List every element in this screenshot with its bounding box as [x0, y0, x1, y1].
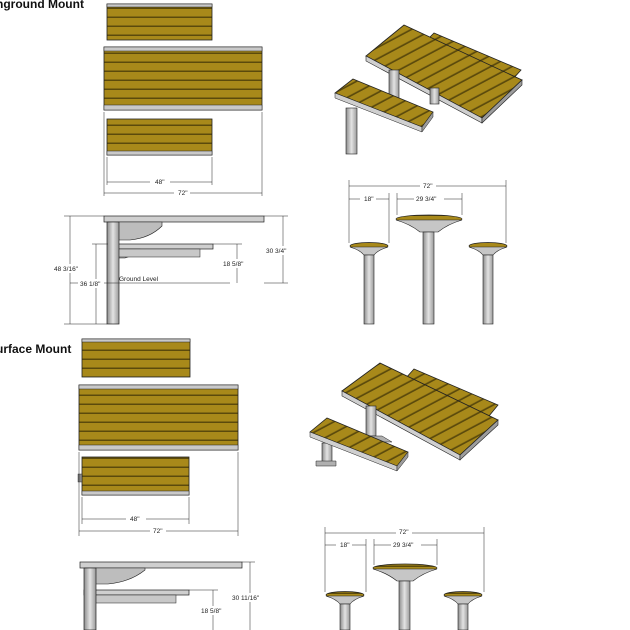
dim-bench-length: 48" [155, 179, 165, 186]
bench-plan-top [106, 3, 213, 41]
ground-level-label: Ground Level [119, 276, 159, 283]
dim-front-width: 72" [423, 183, 433, 190]
dim-front-seat-offset-surface: 18" [340, 542, 350, 549]
side-view-inground: Ground Level 48 3/16" 36 1/8" 18 5/8" 30… [50, 215, 291, 325]
bench-plan-bottom [106, 118, 213, 156]
dim-front-width-surface: 72" [399, 529, 409, 536]
dim-overall-height: 48 3/16" [54, 266, 79, 273]
iso-view-inground [334, 24, 523, 155]
iso-view-surface [309, 362, 499, 472]
plan-view-surface: 48" 72" [77, 338, 239, 536]
plan-view-inground: 48" 72" [103, 3, 263, 197]
dim-table-length: 72" [178, 190, 188, 197]
dim-table-height-surface: 30 11/16" [232, 595, 260, 602]
section-title-inground: nground Mount [0, 0, 84, 11]
dim-front-table-top: 29 3/4" [416, 196, 437, 203]
dim-bench-length-surface: 48" [130, 516, 140, 523]
dim-below-ground: 36 1/8" [80, 281, 101, 288]
dim-seat-height: 18 5/8" [223, 261, 244, 268]
dim-table-height: 30 3/4" [266, 248, 287, 255]
dim-table-length-surface: 72" [153, 528, 163, 535]
dim-front-seat-offset: 18" [364, 196, 374, 203]
dim-front-table-top-surface: 29 3/4" [393, 542, 414, 549]
table-plan [103, 46, 263, 111]
front-view-surface: 72" 18" 29 3/4" [324, 527, 485, 630]
dim-seat-height-surface: 18 5/8" [201, 608, 222, 615]
front-view-inground: 72" 18" 29 3/4" [348, 180, 508, 325]
side-view-surface: 18 5/8" 30 11/16" [79, 561, 265, 630]
section-title-surface: urface Mount [0, 342, 72, 356]
